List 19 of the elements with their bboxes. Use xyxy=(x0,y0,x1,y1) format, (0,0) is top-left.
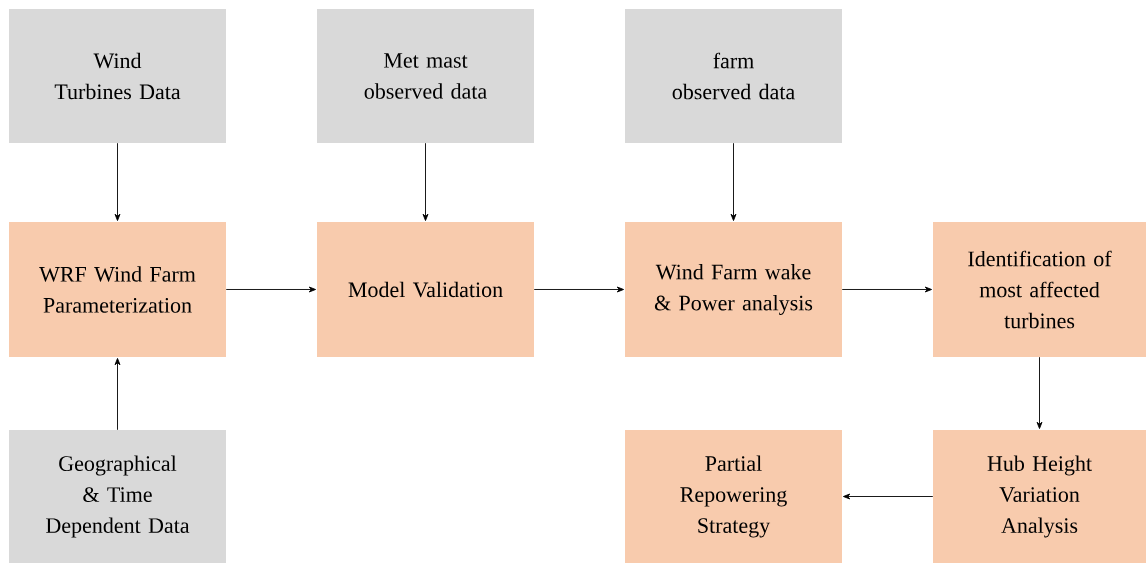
process-box: Identification of most affected turbines xyxy=(933,222,1146,357)
data-box: Wind Turbines Data xyxy=(9,9,226,143)
arrow xyxy=(730,142,737,221)
arrow xyxy=(533,286,625,293)
process-box: Model Validation xyxy=(317,222,534,357)
process-box: Wind Farm wake & Power analysis xyxy=(625,222,842,357)
arrow xyxy=(422,142,429,221)
data-box: farm observed data xyxy=(625,9,842,143)
arrow xyxy=(843,493,934,500)
process-box: Hub Height Variation Analysis xyxy=(933,430,1146,563)
data-box: Geographical & Time Dependent Data xyxy=(9,430,226,563)
arrow xyxy=(225,286,316,293)
process-box: WRF Wind Farm Parameterization xyxy=(9,222,226,357)
process-box: Partial Repowering Strategy xyxy=(625,430,842,563)
arrow xyxy=(841,286,933,293)
arrow xyxy=(1036,356,1043,429)
data-box: Met mast observed data xyxy=(317,9,534,143)
arrow xyxy=(114,358,121,431)
arrow xyxy=(114,142,121,221)
